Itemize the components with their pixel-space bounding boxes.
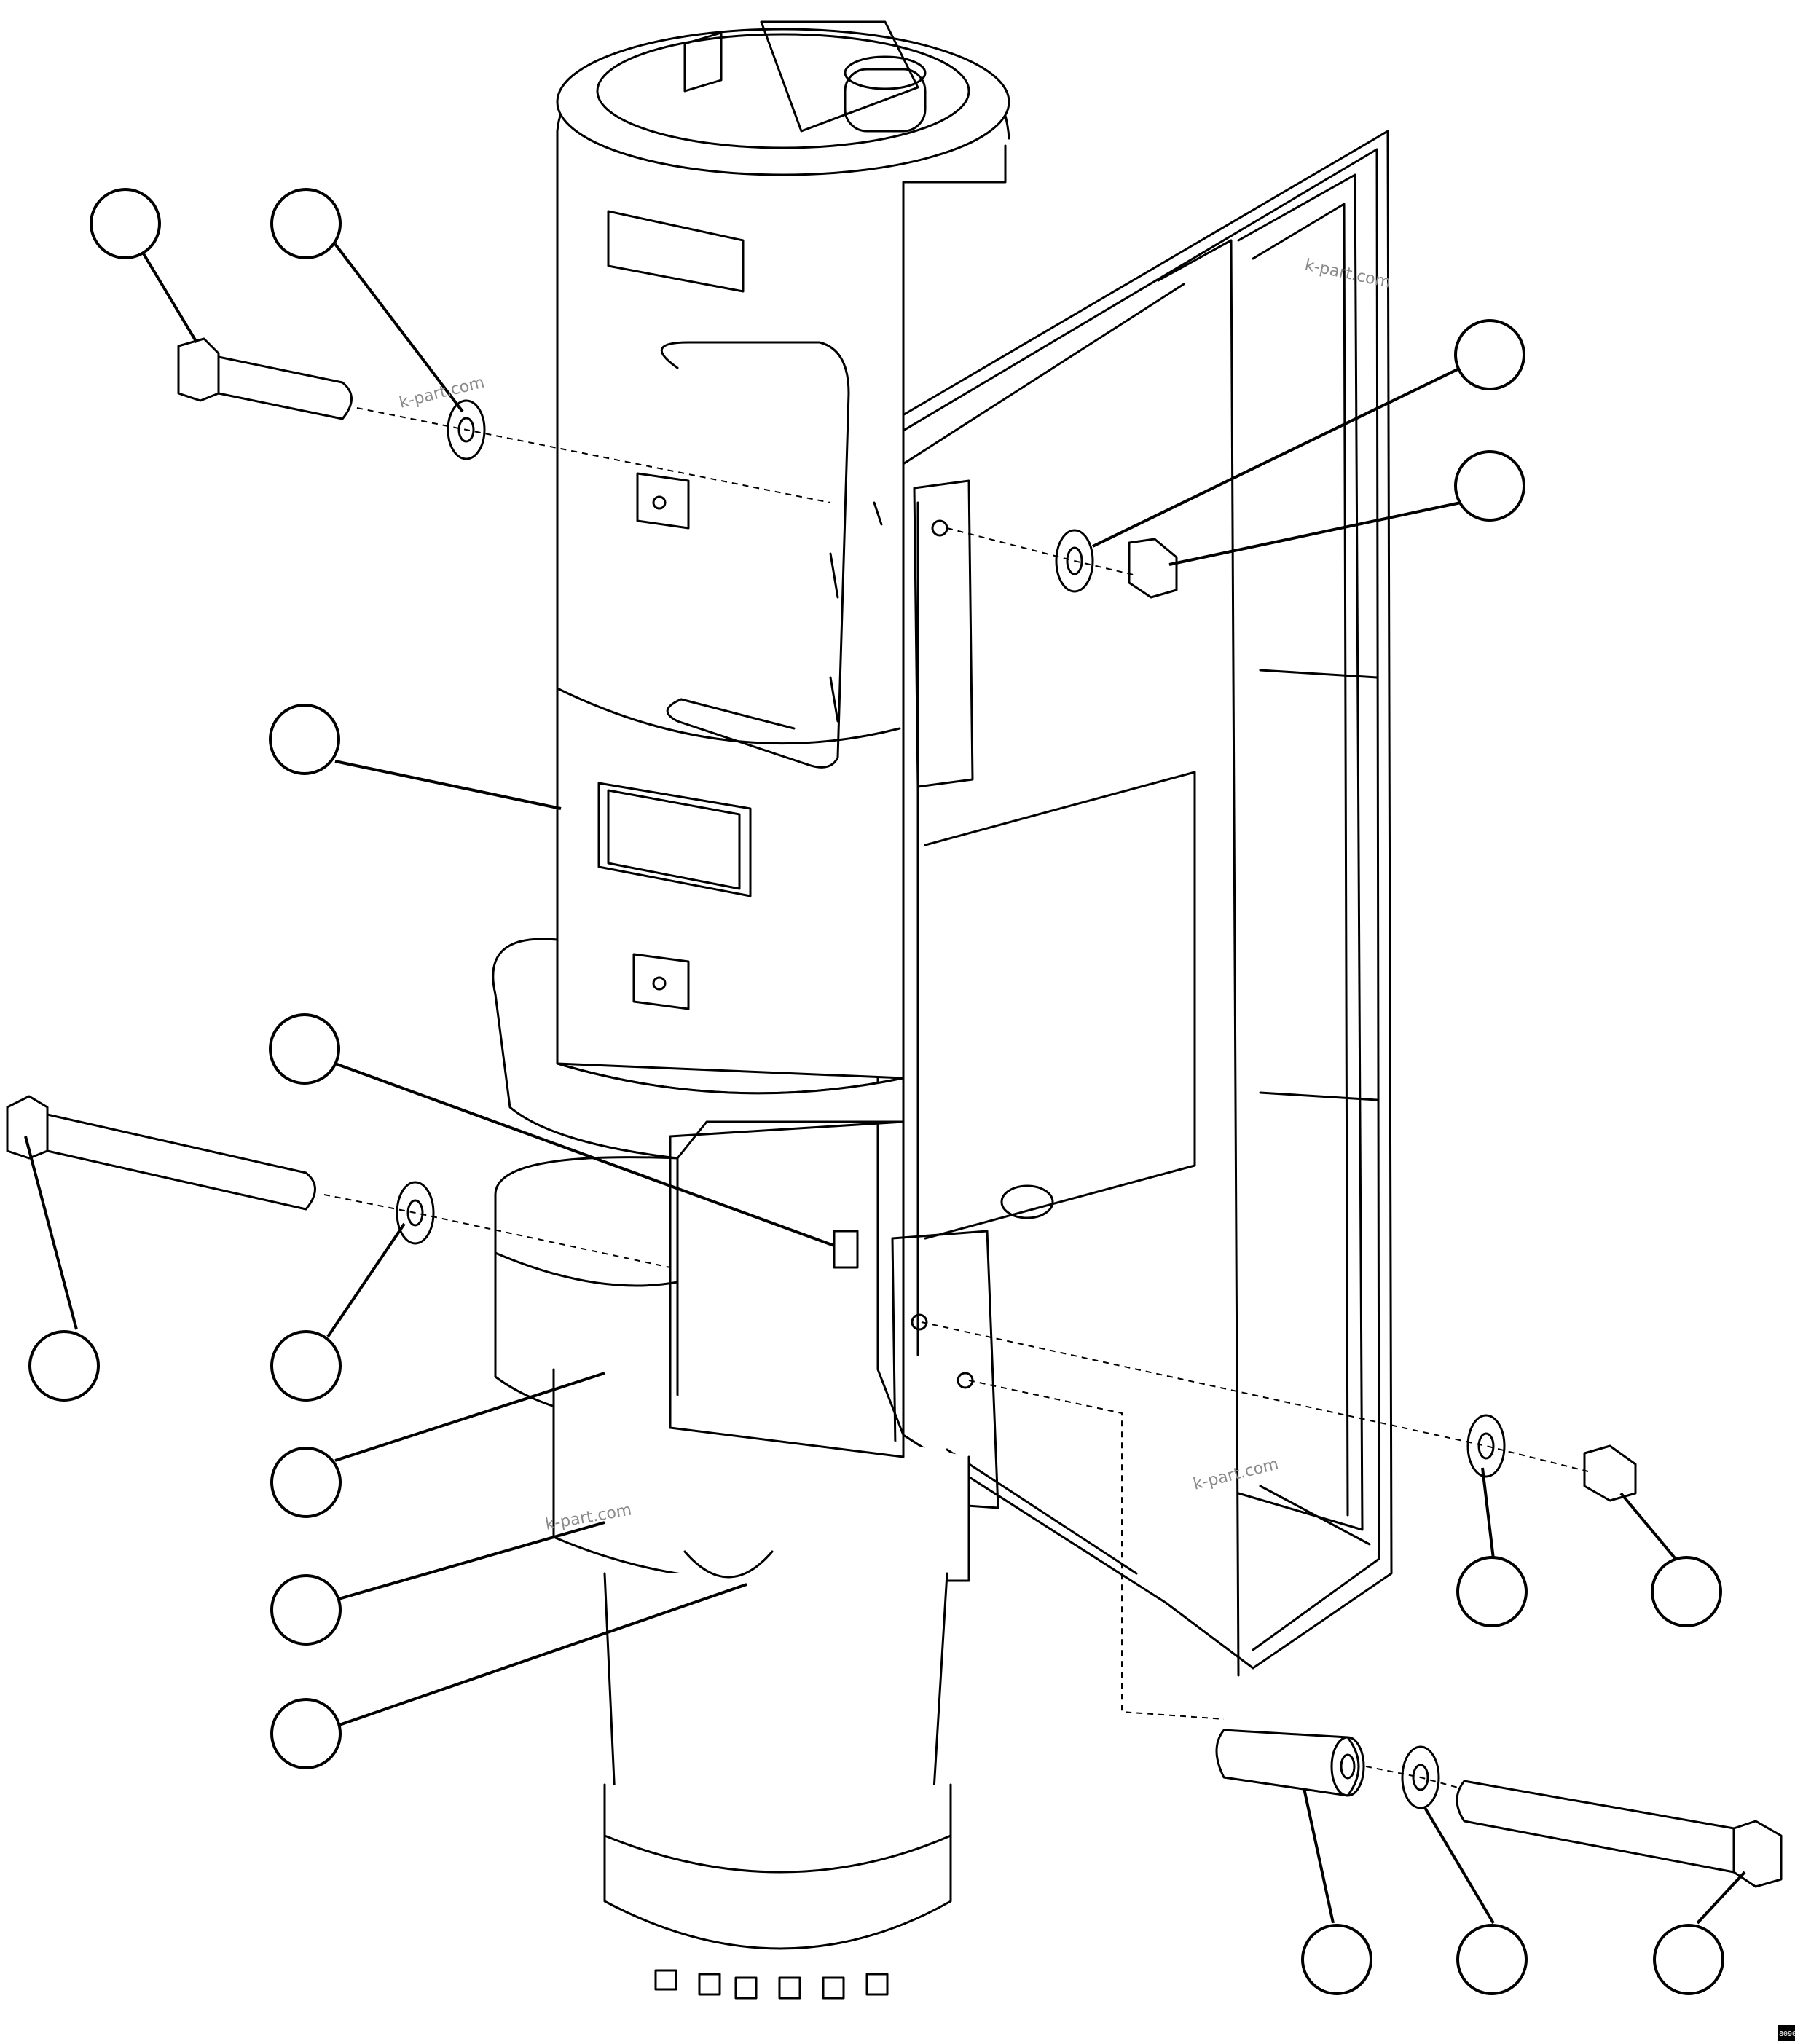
callout-balloon-3 bbox=[1454, 319, 1525, 390]
callout-balloon-2 bbox=[270, 188, 342, 259]
corner-stamp: 8090 bbox=[1779, 2030, 1795, 2038]
callout-balloon-12 bbox=[1456, 1556, 1528, 1627]
lower-right-washer bbox=[1466, 1414, 1506, 1478]
mounting-bracket bbox=[876, 130, 1393, 1677]
callout-balloon-16 bbox=[1653, 1924, 1724, 1995]
corner-stamp-box bbox=[1778, 2025, 1795, 2041]
callout-balloon-11 bbox=[270, 1698, 342, 1769]
callout-balloon-13 bbox=[1651, 1556, 1722, 1627]
callout-balloon-7 bbox=[28, 1330, 100, 1402]
lower-right-nut bbox=[1583, 1444, 1637, 1502]
callout-balloon-14 bbox=[1301, 1924, 1372, 1995]
lower-housing bbox=[492, 938, 1054, 2000]
callout-balloon-9 bbox=[270, 1447, 342, 1518]
callout-balloon-1 bbox=[90, 188, 161, 259]
upper-left-bolt bbox=[177, 337, 353, 420]
callout-balloon-4 bbox=[1454, 450, 1525, 522]
upper-right-nut bbox=[1128, 538, 1178, 599]
callout-balloon-10 bbox=[270, 1574, 342, 1646]
spacer-tube bbox=[1215, 1729, 1365, 1797]
assembly-lines bbox=[323, 407, 1589, 1789]
upper-housing bbox=[556, 20, 1010, 1095]
callout-balloon-8 bbox=[270, 1330, 342, 1402]
callout-balloons bbox=[28, 188, 1724, 1995]
leader-lines bbox=[24, 243, 1746, 1925]
callout-balloon-6 bbox=[269, 1013, 340, 1085]
callout-balloon-15 bbox=[1456, 1924, 1528, 1995]
lower-left-bolt bbox=[6, 1095, 316, 1211]
callout-balloon-5 bbox=[269, 704, 340, 775]
bottom-bolt bbox=[1456, 1780, 1783, 1888]
